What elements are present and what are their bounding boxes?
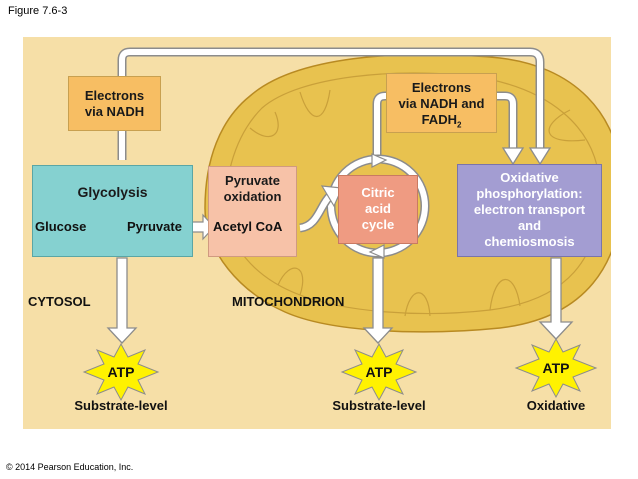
electrons-fadh2-line-3: FADH2 [387,112,496,134]
electrons-nadh-line-2: via NADH [84,104,145,119]
atp-right-label: ATP [542,360,570,376]
cytosol-label: CYTOSOL [28,294,91,309]
pyruvate-oxidation-line-2: oxidation [223,189,282,204]
citric-acid-cycle-box: Citric acid cycle [338,175,418,244]
acetyl-coa-label: Acetyl CoA [213,219,283,234]
glycolysis-title: Glycolysis [77,184,148,200]
electrons-nadh-fadh2-box: Electrons via NADH and FADH2 [386,73,497,133]
citric-line-2: acid [364,201,391,216]
atp-down-arrows [106,257,574,344]
electrons-nadh-line-1: Electrons [84,88,145,103]
oxidative-phosphorylation-box: Oxidative phosphorylation: electron tran… [457,164,602,257]
oxphos-line-2: phosphorylation: [476,186,583,201]
atp-left-label: ATP [107,364,135,380]
cycle-ring [326,153,430,259]
substrate-level-caption-left: Substrate-level [74,398,168,413]
fadh-subscript: 2 [456,120,462,130]
electron-arrowheads [501,147,552,166]
electrons-fadh2-line-2: via NADH and [398,96,485,111]
electrons-nadh-box: Electrons via NADH [68,76,161,131]
oxphos-line-4: and [517,218,542,233]
citric-line-3: cycle [361,217,395,232]
oxphos-line-1: Oxidative [500,170,559,185]
electrons-fadh2-line-1: Electrons [411,80,472,95]
citric-line-1: Citric [361,185,395,200]
pyruvate-label: Pyruvate [127,219,182,234]
pyruvate-oxidation-box: Pyruvate oxidation [208,166,297,257]
pyruvate-oxidation-line-1: Pyruvate [225,173,280,188]
atp-bursts [82,337,598,402]
mitochondrion-label: MITOCHONDRION [232,294,345,309]
oxphos-line-5: chemiosmosis [484,234,575,249]
electron-flow-arrows [117,47,545,160]
atp-middle-label: ATP [365,364,393,380]
glucose-label: Glucose [35,219,87,234]
oxidative-caption: Oxidative [526,398,586,413]
glycolysis-box: Glycolysis [32,165,193,257]
oxphos-line-3: electron transport [473,202,586,217]
substrate-level-caption-middle: Substrate-level [332,398,426,413]
fadh-text: FADH [421,112,457,127]
copyright-notice: © 2014 Pearson Education, Inc. [6,462,134,472]
figure-label: Figure 7.6-3 [8,5,68,17]
